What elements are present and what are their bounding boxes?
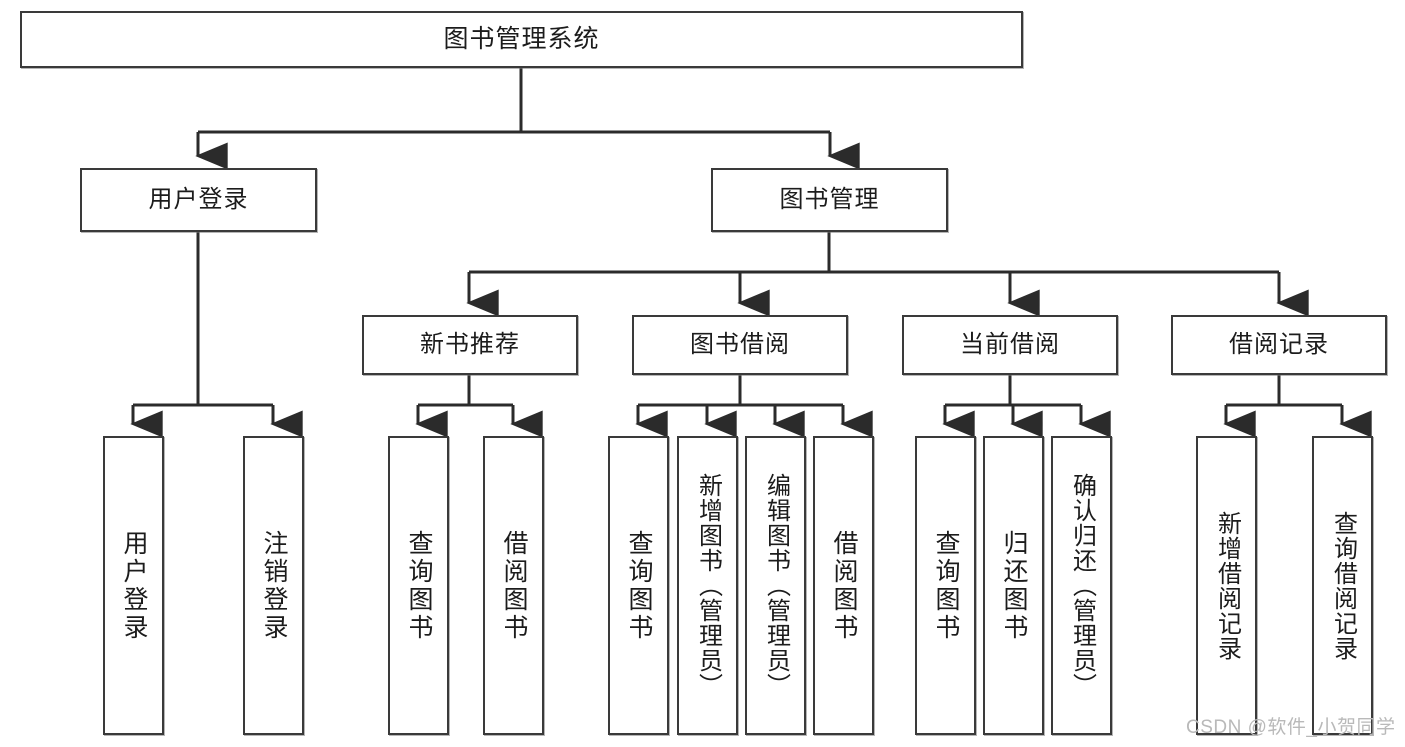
- leaf-add-book-admin[interactable]: 新增图书（管理员）: [677, 436, 738, 735]
- leaf-query-book-current[interactable]: 查询图书: [915, 436, 976, 735]
- node-label: 图书管理: [779, 185, 880, 213]
- leaf-return-book[interactable]: 归还图书: [983, 436, 1044, 735]
- node-label: 查询图书: [932, 529, 960, 642]
- node-root-book-management-system[interactable]: 图书管理系统: [20, 11, 1023, 68]
- node-label: 借阅记录: [1229, 330, 1329, 358]
- node-label: 查询图书: [625, 529, 653, 642]
- leaf-borrow-book-recommend[interactable]: 借阅图书: [483, 436, 544, 735]
- node-label: 用户登录: [148, 185, 249, 213]
- leaf-user-login[interactable]: 用户登录: [103, 436, 164, 735]
- node-book-management[interactable]: 图书管理: [711, 168, 948, 232]
- leaf-confirm-return-admin[interactable]: 确认归还（管理员）: [1051, 436, 1112, 735]
- leaf-user-logout[interactable]: 注销登录: [243, 436, 304, 735]
- node-label: 注销登录: [260, 529, 288, 642]
- leaf-query-book-recommend[interactable]: 查询图书: [388, 436, 449, 735]
- leaf-add-borrow-record[interactable]: 新增借阅记录: [1196, 436, 1257, 735]
- node-label: 借阅图书: [830, 529, 858, 642]
- node-label: 归还图书: [1000, 529, 1028, 642]
- node-new-book-recommend[interactable]: 新书推荐: [362, 315, 578, 375]
- node-label: 新增图书（管理员）: [694, 473, 722, 698]
- node-label: 新书推荐: [420, 330, 520, 358]
- leaf-query-borrow-record[interactable]: 查询借阅记录: [1312, 436, 1373, 735]
- node-user-login[interactable]: 用户登录: [80, 168, 317, 232]
- leaf-query-book-borrow[interactable]: 查询图书: [608, 436, 669, 735]
- node-label: 查询图书: [405, 529, 433, 642]
- node-label: 图书管理系统: [443, 24, 600, 53]
- node-label: 图书借阅: [690, 330, 790, 358]
- node-label: 查询借阅记录: [1329, 510, 1357, 661]
- node-label: 确认归还（管理员）: [1068, 473, 1096, 698]
- node-label: 当前借阅: [960, 330, 1060, 358]
- node-label: 新增借阅记录: [1213, 510, 1241, 661]
- node-current-borrow[interactable]: 当前借阅: [902, 315, 1118, 375]
- node-label: 用户登录: [120, 529, 148, 642]
- leaf-borrow-book[interactable]: 借阅图书: [813, 436, 874, 735]
- node-book-borrow[interactable]: 图书借阅: [632, 315, 848, 375]
- node-borrow-record[interactable]: 借阅记录: [1171, 315, 1387, 375]
- node-label: 借阅图书: [500, 529, 528, 642]
- leaf-edit-book-admin[interactable]: 编辑图书（管理员）: [745, 436, 806, 735]
- node-label: 编辑图书（管理员）: [762, 473, 790, 698]
